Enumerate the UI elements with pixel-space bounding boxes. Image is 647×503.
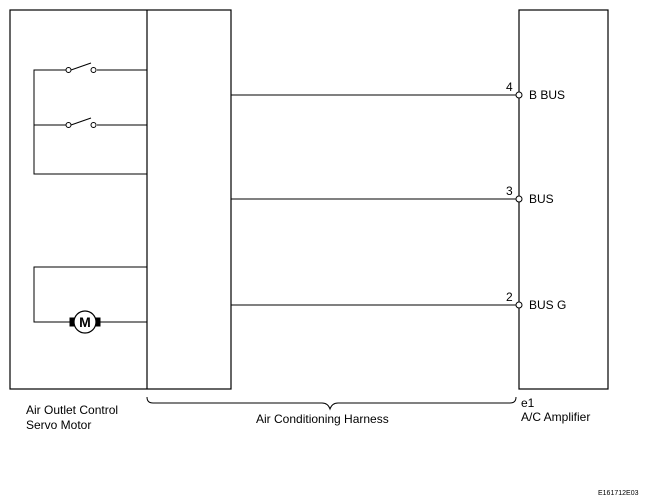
harness-wires [231,94,516,306]
amplifier-name-label: A/C Amplifier [521,410,591,424]
amplifier-connector-label: e1 [521,396,535,410]
harness-label: Air Conditioning Harness [256,412,389,426]
harness-brace [146,396,517,411]
motor-symbol: M [79,314,91,330]
image-code: E161712E03 [598,490,639,497]
servo-motor-label-line2: Servo Motor [26,418,92,432]
pin-2-number: 2 [506,290,513,304]
pin-4-signal: B BUS [529,88,566,102]
pin-3-signal: BUS [529,192,554,206]
motor-icon [73,310,97,334]
servo-motor-box [9,9,232,390]
pin-3-number: 3 [506,184,513,198]
pin-4-number: 4 [506,80,513,94]
servo-motor-label-line1: Air Outlet Control [26,403,119,417]
switch-circuit [33,62,147,175]
pin-2-signal: BUS G [529,298,567,312]
switch-contacts [65,67,97,128]
pin-terminals [515,91,523,309]
